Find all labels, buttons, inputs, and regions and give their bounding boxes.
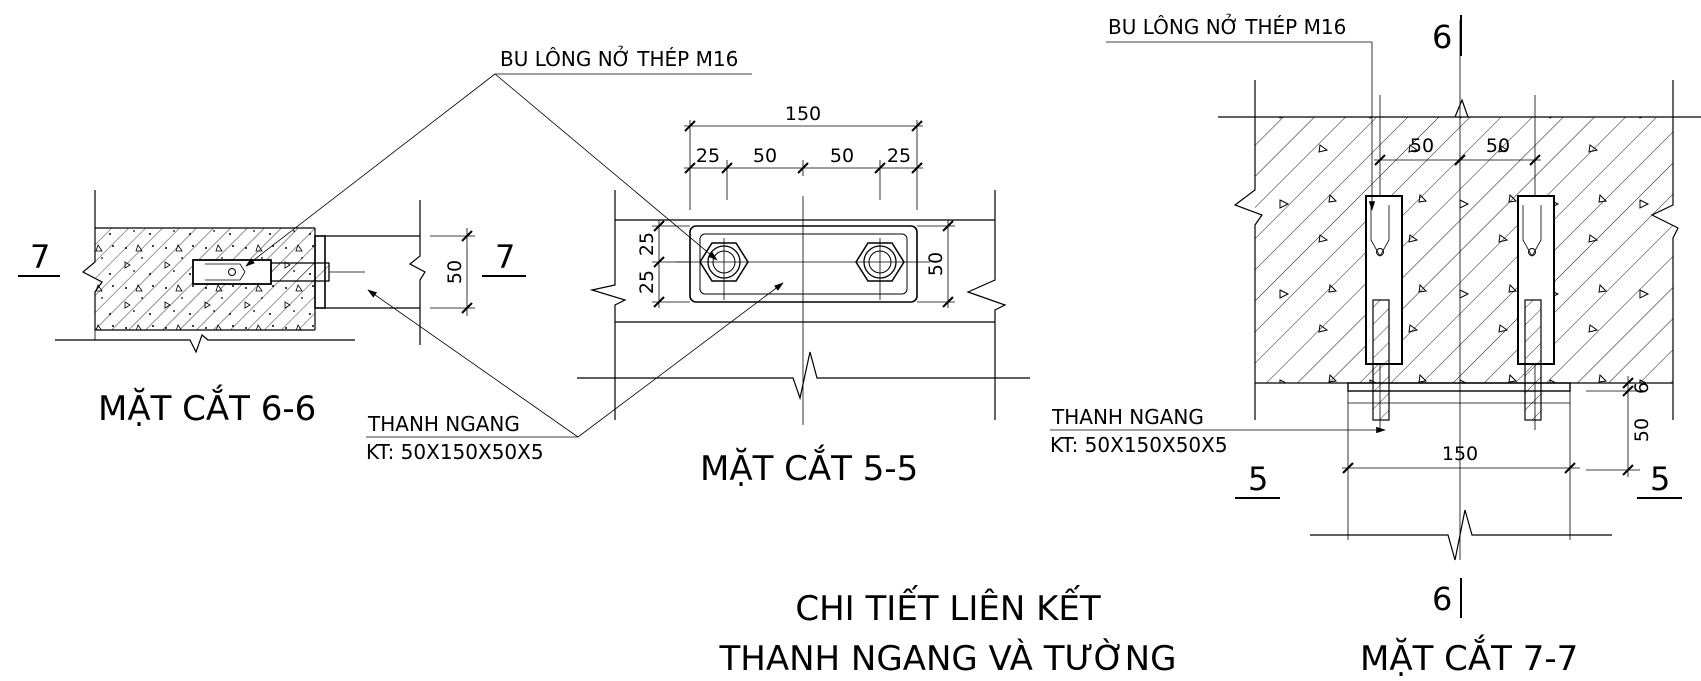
main-title: CHI TIẾT LIÊN KẾT THANH NGANG VÀ TƯỜNG — [719, 585, 1177, 679]
dim-5-5-25-right: 25 — [887, 145, 911, 167]
section-6-6: 50 7 7 MẶT CẮT 6-6 — [18, 190, 526, 429]
cut-mark-5-left: 5 — [1248, 460, 1268, 498]
note-bolt-left: BU LÔNG NỞ THÉP M16 — [500, 46, 738, 71]
anchor-bolt-left — [1365, 195, 1403, 421]
cut-mark-6-bottom: 6 — [1432, 580, 1452, 618]
dim-6-6-50: 50 — [444, 260, 466, 284]
section-5-5: 150 25 50 50 25 25 25 50 MẶT CẮT 5-5 — [577, 103, 1030, 489]
dim-5-5-25-bottom: 25 — [636, 270, 658, 294]
note-bar-size-left: KT: 50X150X50X5 — [366, 440, 544, 464]
note-bar-name-left: THANH NGANG — [367, 412, 520, 436]
cut-mark-7-right: 7 — [495, 238, 515, 276]
cut-mark-6-top: 6 — [1432, 18, 1452, 56]
title-section-7-7: MẶT CẮT 7-7 — [1360, 634, 1578, 679]
dim-5-5-25-top: 25 — [636, 232, 658, 256]
section-7-7: 50 50 150 6 50 6 6 5 5 MẶT CẮT 7-7 — [1218, 15, 1701, 679]
cut-mark-7-left: 7 — [30, 238, 50, 276]
cut-mark-5-right: 5 — [1650, 460, 1670, 498]
dim-5-5-150: 150 — [785, 103, 821, 125]
note-bolt-right: BU LÔNG NỞ THÉP M16 — [1108, 14, 1346, 39]
dim-7-7-50-right: 50 — [1486, 135, 1510, 157]
dim-5-5-25-left: 25 — [696, 145, 720, 167]
dim-5-5-50-right: 50 — [830, 145, 854, 167]
main-title-line-2: THANH NGANG VÀ TƯỜNG — [719, 638, 1177, 679]
anchor-bolt-right — [1517, 195, 1555, 421]
dim-7-7-50-left: 50 — [1410, 135, 1434, 157]
title-section-6-6: MẶT CẮT 6-6 — [98, 384, 316, 429]
title-section-5-5: MẶT CẮT 5-5 — [700, 444, 918, 489]
dim-5-5-50-side: 50 — [925, 252, 947, 276]
main-title-line-1: CHI TIẾT LIÊN KẾT — [795, 585, 1100, 629]
dim-7-7-6: 6 — [1631, 382, 1653, 394]
dim-7-7-150: 150 — [1442, 443, 1478, 465]
notes-right: BU LÔNG NỞ THÉP M16 THANH NGANG KT: 50X1… — [1050, 14, 1386, 457]
dim-5-5-50-left: 50 — [753, 145, 777, 167]
notes-left: BU LÔNG NỞ THÉP M16 THANH NGANG KT: 50X1… — [245, 46, 784, 464]
note-bar-size-right: KT: 50X150X50X5 — [1050, 433, 1228, 457]
note-bar-name-right: THANH NGANG — [1051, 405, 1204, 429]
dim-7-7-50-side: 50 — [1631, 418, 1653, 442]
